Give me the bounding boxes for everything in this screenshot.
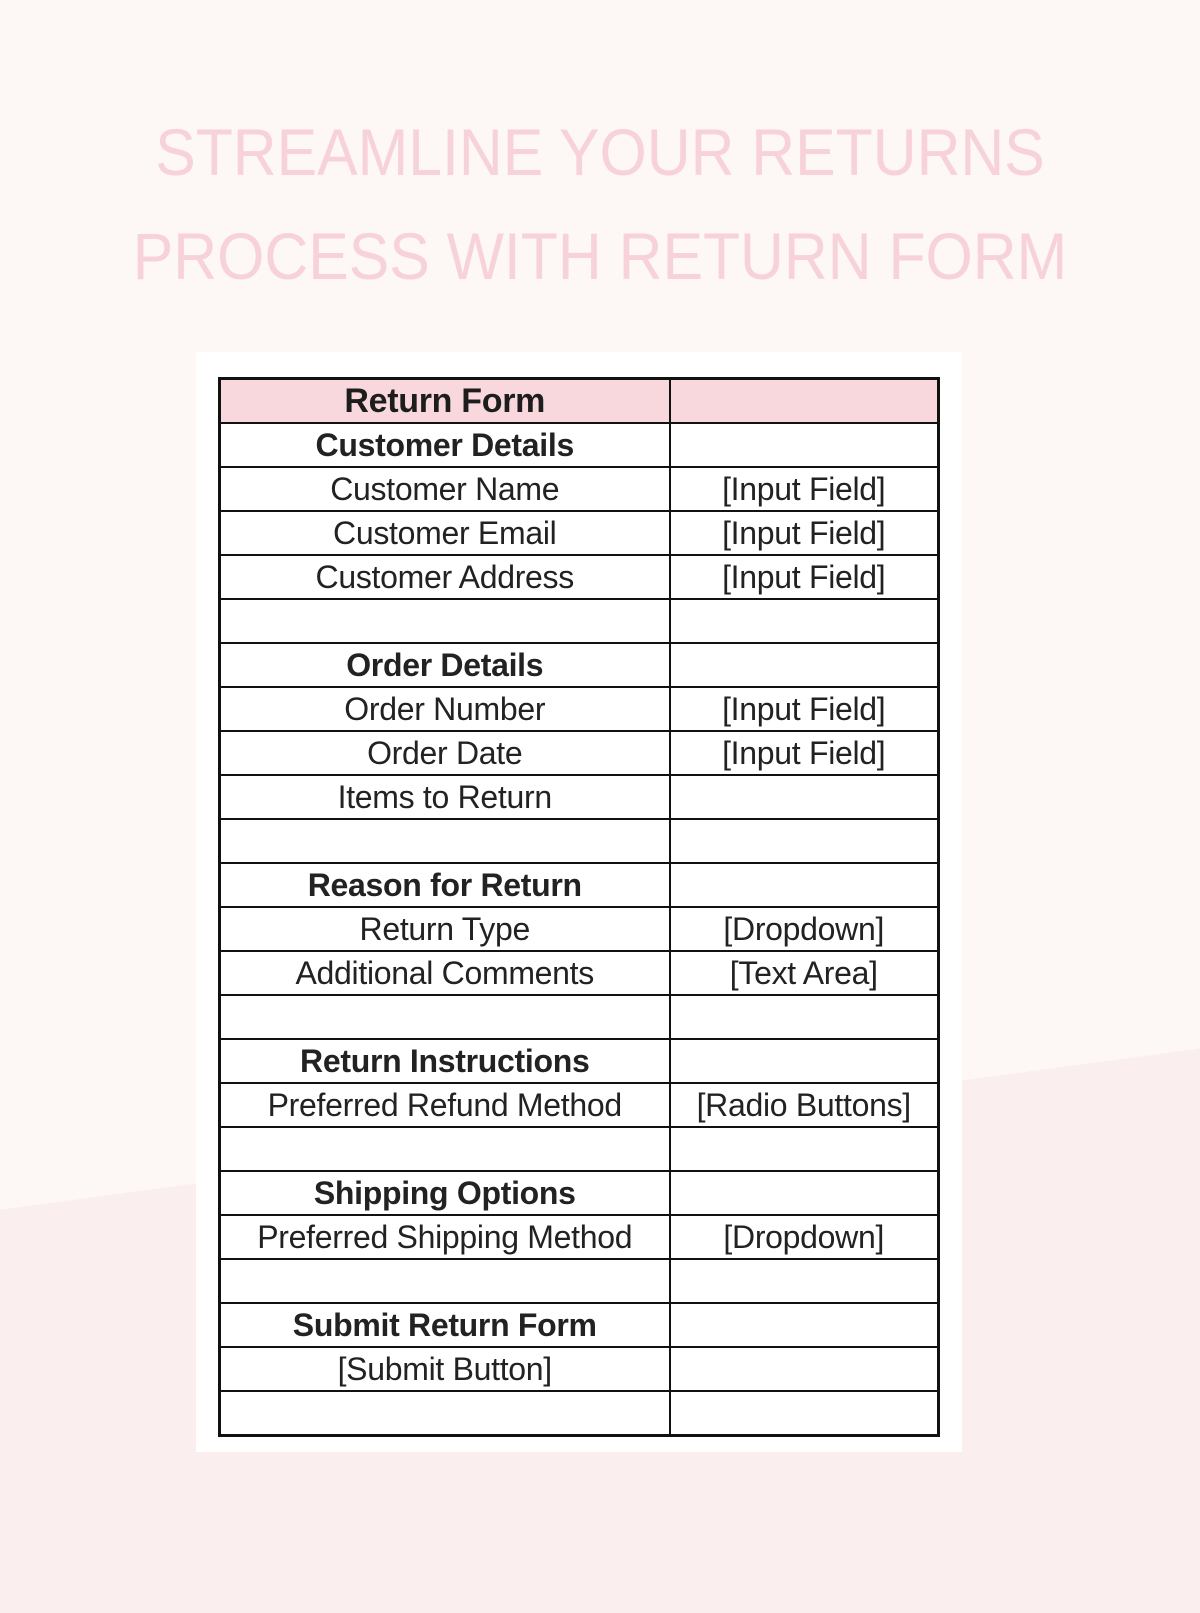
section-title-cell: Customer Details (218, 422, 671, 468)
section-title-cell: Return Instructions (218, 1038, 671, 1084)
empty-cell (668, 1346, 940, 1392)
field-row: Preferred Refund Method[Radio Buttons] (218, 1082, 940, 1128)
page-title: STREAMLINE YOUR RETURNS PROCESS WITH RET… (48, 100, 1152, 308)
field-control-placeholder[interactable]: [Radio Buttons] (668, 1082, 940, 1128)
field-control-placeholder[interactable]: [Input Field] (668, 554, 940, 600)
section-title-cell: Order Details (218, 642, 671, 688)
field-label-cell: Order Number (218, 686, 671, 732)
spacer-row (218, 1258, 940, 1304)
empty-cell (668, 642, 940, 688)
section-row: Customer Details (218, 422, 940, 468)
form-title-empty-cell (668, 377, 940, 424)
empty-cell (668, 994, 940, 1040)
field-row: Customer Email[Input Field] (218, 510, 940, 556)
field-label-cell: Preferred Refund Method (218, 1082, 671, 1128)
field-row: Preferred Shipping Method[Dropdown] (218, 1214, 940, 1260)
empty-cell (668, 1038, 940, 1084)
field-label-cell: Customer Email (218, 510, 671, 556)
empty-cell (218, 818, 671, 864)
empty-cell (218, 1126, 671, 1172)
empty-cell (218, 994, 671, 1040)
field-row: Return Type[Dropdown] (218, 906, 940, 952)
empty-cell (218, 598, 671, 644)
field-label-cell: Customer Name (218, 466, 671, 512)
field-label-cell: Customer Address (218, 554, 671, 600)
field-label-cell: Additional Comments (218, 950, 671, 996)
field-control-placeholder[interactable]: [Input Field] (668, 510, 940, 556)
empty-cell (668, 862, 940, 908)
form-title-row: Return Form (218, 377, 940, 424)
field-row: Items to Return (218, 774, 940, 820)
section-title-cell: Reason for Return (218, 862, 671, 908)
field-row: Order Date[Input Field] (218, 730, 940, 776)
section-row: Reason for Return (218, 862, 940, 908)
field-control-placeholder[interactable]: [Text Area] (668, 950, 940, 996)
section-row: Shipping Options (218, 1170, 940, 1216)
field-row: Additional Comments[Text Area] (218, 950, 940, 996)
field-control-placeholder[interactable]: [Input Field] (668, 466, 940, 512)
form-title-cell: Return Form (218, 377, 671, 424)
empty-cell (668, 1258, 940, 1304)
field-control-placeholder[interactable]: [Input Field] (668, 686, 940, 732)
spacer-row (218, 1126, 940, 1172)
field-row: Order Number[Input Field] (218, 686, 940, 732)
submit-button-placeholder[interactable]: [Submit Button] (218, 1346, 671, 1392)
field-control-placeholder[interactable]: [Dropdown] (668, 1214, 940, 1260)
empty-cell (668, 774, 940, 820)
empty-cell (668, 1170, 940, 1216)
page-title-line-2: PROCESS WITH RETURN FORM (132, 219, 1068, 293)
field-row: [Submit Button] (218, 1346, 940, 1392)
field-row: Customer Name[Input Field] (218, 466, 940, 512)
field-label-cell: Preferred Shipping Method (218, 1214, 671, 1260)
empty-cell (668, 818, 940, 864)
spacer-row (218, 1390, 940, 1437)
field-control-placeholder[interactable]: [Input Field] (668, 730, 940, 776)
empty-cell (668, 422, 940, 468)
section-row: Order Details (218, 642, 940, 688)
field-row: Customer Address[Input Field] (218, 554, 940, 600)
empty-cell (668, 1302, 940, 1348)
section-title-cell: Shipping Options (218, 1170, 671, 1216)
section-title-cell: Submit Return Form (218, 1302, 671, 1348)
section-row: Return Instructions (218, 1038, 940, 1084)
field-label-cell: Return Type (218, 906, 671, 952)
page-title-line-1: STREAMLINE YOUR RETURNS (155, 115, 1045, 189)
empty-cell (218, 1258, 671, 1304)
spacer-row (218, 994, 940, 1040)
empty-cell (668, 1126, 940, 1172)
empty-cell (668, 1390, 940, 1437)
field-control-placeholder[interactable]: [Dropdown] (668, 906, 940, 952)
field-label-cell: Items to Return (218, 774, 671, 820)
empty-cell (668, 598, 940, 644)
spacer-row (218, 598, 940, 644)
spacer-row (218, 818, 940, 864)
empty-cell (218, 1390, 671, 1437)
section-row: Submit Return Form (218, 1302, 940, 1348)
field-label-cell: Order Date (218, 730, 671, 776)
